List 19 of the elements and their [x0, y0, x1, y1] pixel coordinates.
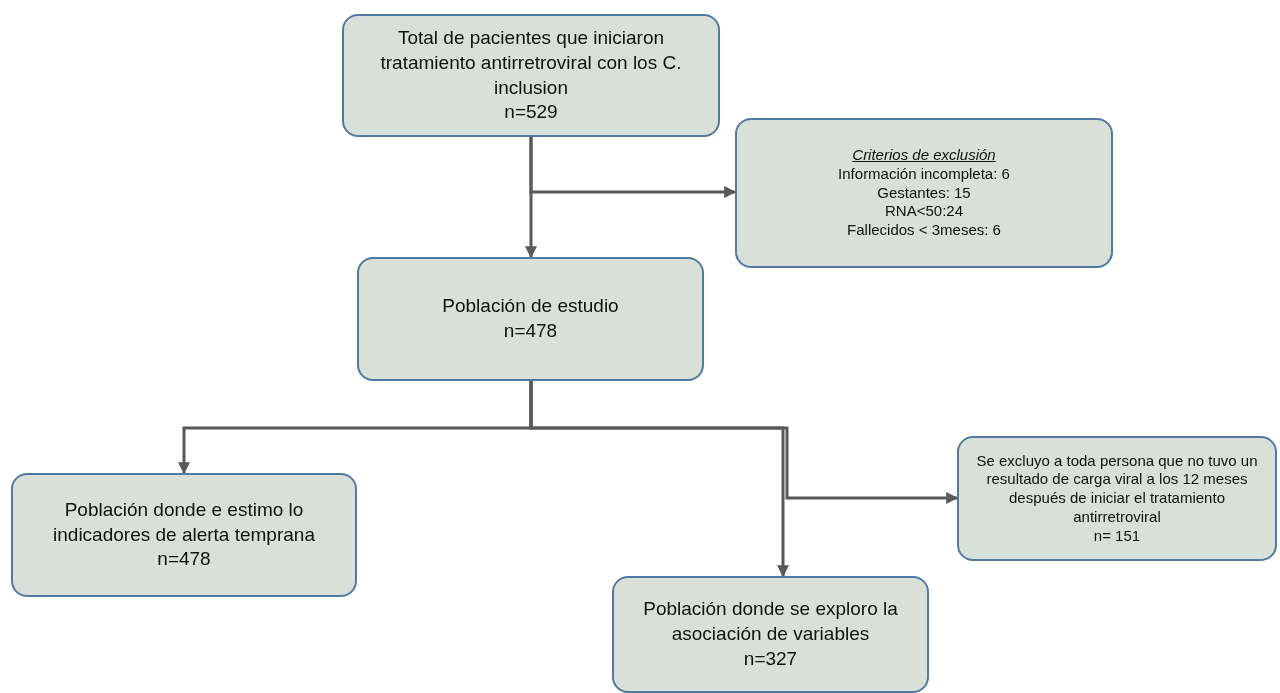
box-text: Gestantes: 15	[877, 183, 971, 203]
process-box	[357, 257, 704, 381]
box-text: n=478	[503, 319, 558, 343]
box-text: n=327	[743, 646, 798, 671]
arrow	[529, 137, 737, 198]
process-box	[612, 576, 929, 693]
box-text: RNA<50:24	[885, 202, 963, 222]
box-text: Población de estudio	[442, 294, 619, 319]
box-text: n= 151	[1093, 526, 1141, 546]
arrow	[529, 381, 959, 504]
process-box	[957, 436, 1277, 561]
process-box	[342, 14, 720, 137]
process-box	[735, 118, 1113, 268]
box-heading: Criterios de exclusión	[852, 146, 996, 165]
box-text: Fallecidos < 3meses: 6	[847, 221, 1001, 240]
process-box	[11, 473, 357, 597]
box-text: n=529	[504, 100, 558, 125]
box-text: Información incompleta: 6	[838, 164, 1010, 184]
box-text: n=478	[157, 547, 211, 572]
